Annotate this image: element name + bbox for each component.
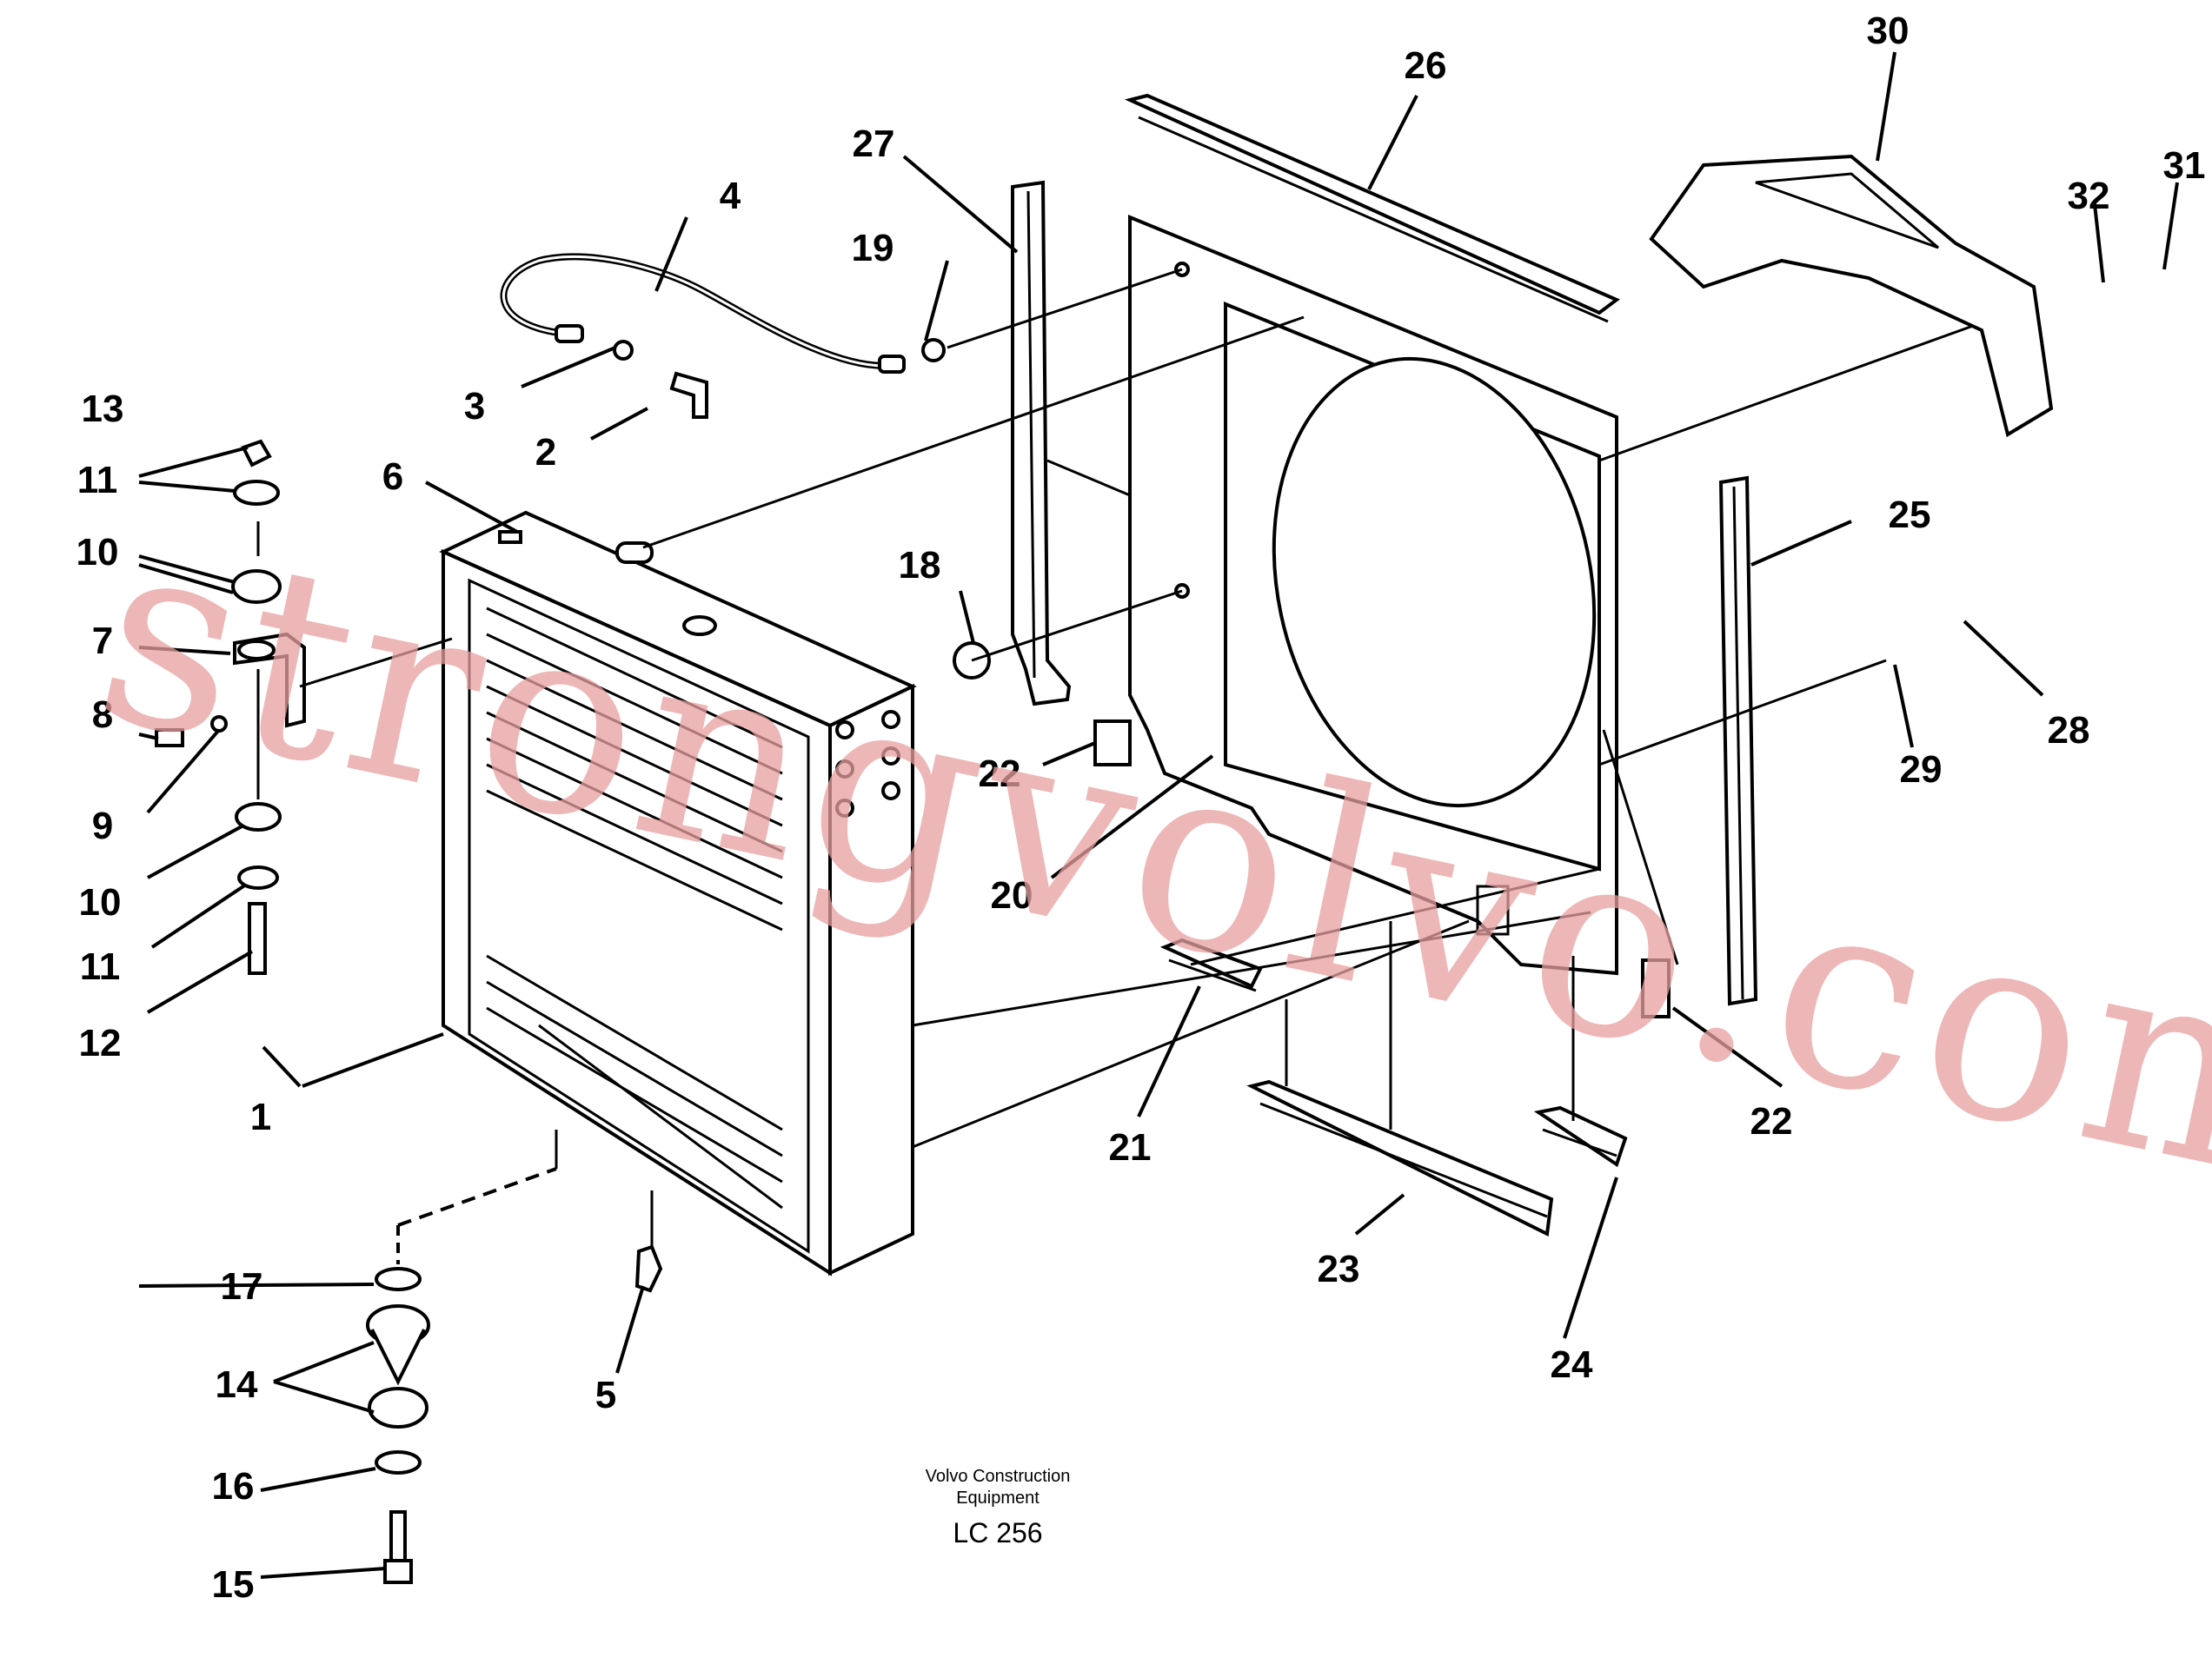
callout-23: 23 (1318, 1248, 1360, 1290)
radiator-fins (486, 607, 783, 1210)
callout-13: 13 (82, 388, 124, 430)
callout-30: 30 (1867, 10, 1910, 52)
fan-shroud (1128, 215, 1618, 976)
callout-8: 8 (92, 693, 113, 736)
callout-14: 14 (216, 1363, 258, 1406)
callout-29: 29 (1900, 748, 1943, 791)
radiator-assembly (439, 510, 917, 1276)
callout-16: 16 (212, 1465, 255, 1508)
callout-11-upper: 11 (77, 459, 118, 501)
caption-manufacturer: Volvo Construction (926, 1467, 1071, 1486)
hose-assembly (500, 253, 991, 680)
callout-5: 5 (595, 1374, 616, 1416)
caption-equipment: Equipment (956, 1489, 1040, 1508)
callout-7: 7 (92, 620, 113, 662)
callout-24: 24 (1551, 1343, 1593, 1386)
callout-1: 1 (250, 1096, 271, 1138)
leader-lines (138, 51, 2179, 1579)
callout-22-right: 22 (1750, 1100, 1793, 1143)
callout-17: 17 (221, 1265, 263, 1308)
callout-10-upper: 10 (76, 531, 119, 574)
callout-20: 20 (991, 874, 1033, 917)
callout-6: 6 (382, 455, 403, 498)
mounting-bracket (1649, 154, 2054, 438)
callout-2: 2 (535, 431, 556, 474)
callout-31: 31 (2163, 144, 2206, 187)
callout-10-lower: 10 (79, 881, 122, 924)
callout-18: 18 (899, 544, 941, 587)
callout-28: 28 (2048, 709, 2090, 752)
callout-9: 9 (92, 805, 113, 847)
lower-mount-stack (366, 1130, 663, 1584)
caption-diagram-code: LC 256 (953, 1517, 1042, 1548)
callout-21: 21 (1109, 1126, 1152, 1169)
callout-3: 3 (464, 385, 485, 428)
callout-25: 25 (1889, 494, 1931, 536)
upper-mount-stack (155, 439, 306, 975)
callout-15: 15 (212, 1563, 255, 1606)
callout-11-lower: 11 (80, 945, 121, 988)
callout-26: 26 (1405, 44, 1447, 87)
diagram-caption: Volvo Construction Equipment LC 256 (926, 1467, 1071, 1548)
callout-22-left: 22 (979, 753, 1021, 795)
callout-12: 12 (79, 1022, 122, 1064)
callout-27: 27 (853, 123, 895, 165)
callout-19: 19 (852, 227, 894, 269)
callout-4: 4 (720, 175, 741, 217)
callout-labels: 1 2 3 4 5 6 7 8 9 10 10 11 11 12 13 14 1… (76, 10, 2206, 1606)
callout-32: 32 (2068, 175, 2110, 217)
